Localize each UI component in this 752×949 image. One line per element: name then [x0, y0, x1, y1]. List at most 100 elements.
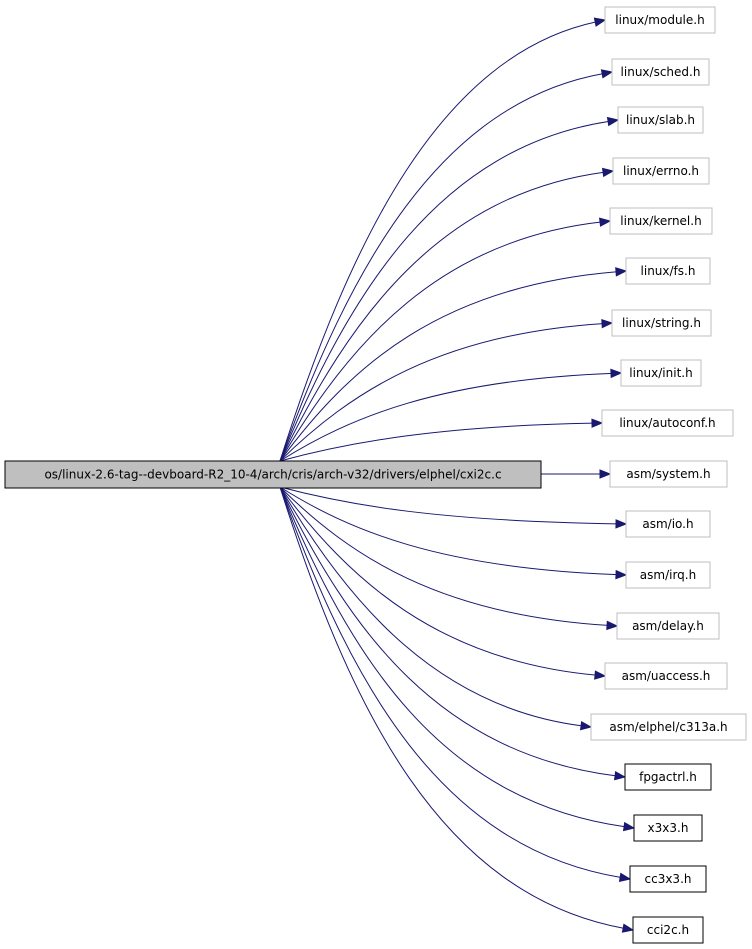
arrow-head-icon	[615, 267, 628, 277]
arrow-head-icon	[606, 620, 619, 631]
include-edge	[279, 21, 597, 462]
include-edge	[279, 323, 604, 462]
include-node-label: asm/system.h	[626, 467, 710, 481]
arrow-head-icon	[606, 116, 620, 127]
include-node-label: linux/errno.h	[623, 164, 699, 178]
arrow-head-icon	[591, 418, 604, 428]
include-edge	[279, 486, 618, 576]
include-node[interactable]: linux/module.h	[604, 6, 716, 34]
include-node-box	[624, 763, 712, 791]
include-edge	[279, 221, 602, 462]
include-node-label: linux/fs.h	[641, 264, 696, 278]
include-edge	[279, 486, 625, 929]
include-node-box	[620, 359, 702, 387]
include-node-label: asm/delay.h	[632, 619, 704, 633]
arrow-head-icon	[601, 318, 614, 329]
include-node-box	[625, 257, 711, 285]
include-edge	[279, 73, 604, 462]
include-node-box	[616, 612, 720, 640]
include-node-box	[609, 207, 713, 235]
include-node-box	[625, 561, 711, 589]
edges-layer	[279, 17, 636, 933]
include-node-box	[625, 510, 711, 538]
include-node-label: linux/sched.h	[621, 65, 701, 79]
include-node-box	[611, 58, 710, 86]
include-edge	[279, 486, 617, 777]
include-node-box	[609, 460, 728, 488]
include-node[interactable]: linux/slab.h	[617, 106, 704, 134]
arrow-head-icon	[610, 368, 623, 379]
arrow-head-icon	[599, 217, 612, 227]
include-node[interactable]: linux/autoconf.h	[601, 409, 734, 437]
include-node-box	[590, 713, 747, 741]
include-node[interactable]: linux/fs.h	[625, 257, 711, 285]
include-edge	[279, 120, 610, 462]
nodes-layer: linux/module.h linux/sched.h linux/slab.h l…	[4, 6, 747, 944]
include-node-label: asm/elphel/c313a.h	[609, 720, 727, 734]
arrow-head-icon	[622, 821, 636, 832]
arrow-head-icon	[615, 569, 628, 580]
root-file-label: os/linux-2.6-tag--devboard-R2_10-4/arch/…	[44, 468, 501, 482]
include-node-box	[601, 409, 734, 437]
include-node-box	[629, 865, 707, 893]
include-edge	[279, 372, 613, 462]
include-node[interactable]: fpgactrl.h	[624, 763, 712, 791]
include-node[interactable]: asm/delay.h	[616, 612, 720, 640]
include-edge	[279, 422, 594, 462]
include-node-label: cci2c.h	[647, 923, 689, 937]
arrow-head-icon	[601, 167, 615, 178]
include-node-label: asm/uaccess.h	[622, 669, 711, 683]
include-node[interactable]: asm/system.h	[609, 460, 728, 488]
arrow-head-icon	[600, 69, 614, 79]
include-node[interactable]: asm/uaccess.h	[604, 662, 728, 690]
include-node[interactable]: linux/string.h	[611, 309, 712, 337]
include-node-label: linux/slab.h	[626, 113, 695, 127]
include-edge	[279, 486, 622, 879]
include-node-label: fpgactrl.h	[639, 770, 697, 784]
include-node-box	[612, 157, 710, 185]
include-edge	[279, 486, 626, 828]
arrow-head-icon	[615, 519, 628, 529]
include-node-label: linux/kernel.h	[620, 214, 701, 228]
include-node-box	[604, 662, 728, 690]
include-node-label: cc3x3.h	[645, 872, 692, 886]
include-node-label: asm/io.h	[642, 517, 693, 531]
include-edge	[279, 271, 618, 462]
include-node-box	[604, 6, 716, 34]
include-node[interactable]: asm/irq.h	[625, 561, 711, 589]
include-node-label: linux/string.h	[622, 316, 701, 330]
include-edge	[279, 171, 605, 462]
include-node[interactable]: asm/io.h	[625, 510, 711, 538]
include-node[interactable]: x3x3.h	[633, 814, 703, 842]
include-node[interactable]: linux/errno.h	[612, 157, 710, 185]
include-node-label: x3x3.h	[648, 821, 689, 835]
include-node-box	[617, 106, 704, 134]
arrow-head-icon	[618, 872, 632, 882]
root-file-node[interactable]: os/linux-2.6-tag--devboard-R2_10-4/arch/…	[4, 460, 542, 489]
include-node[interactable]: linux/sched.h	[611, 58, 710, 86]
root-file-box	[4, 460, 542, 489]
arrow-head-icon	[599, 469, 612, 479]
arrow-head-icon	[594, 670, 607, 680]
include-node-label: asm/irq.h	[640, 568, 696, 582]
include-node[interactable]: linux/kernel.h	[609, 207, 713, 235]
arrow-head-icon	[593, 17, 607, 27]
include-edge	[279, 486, 618, 525]
include-node-label: linux/init.h	[629, 366, 692, 380]
include-edge	[279, 486, 583, 727]
include-node[interactable]: cc3x3.h	[629, 865, 707, 893]
include-node-label: linux/module.h	[615, 13, 704, 27]
arrow-head-icon	[621, 923, 635, 933]
include-edge	[279, 486, 597, 676]
include-node[interactable]: asm/elphel/c313a.h	[590, 713, 747, 741]
include-node[interactable]: cci2c.h	[632, 916, 704, 944]
include-node-box	[633, 814, 703, 842]
include-edge	[279, 486, 609, 626]
arrow-head-icon	[613, 770, 627, 781]
include-node-label: linux/autoconf.h	[619, 416, 715, 430]
arrow-head-icon	[579, 720, 593, 731]
include-node[interactable]: linux/init.h	[620, 359, 702, 387]
include-node-box	[632, 916, 704, 944]
include-node-box	[611, 309, 712, 337]
